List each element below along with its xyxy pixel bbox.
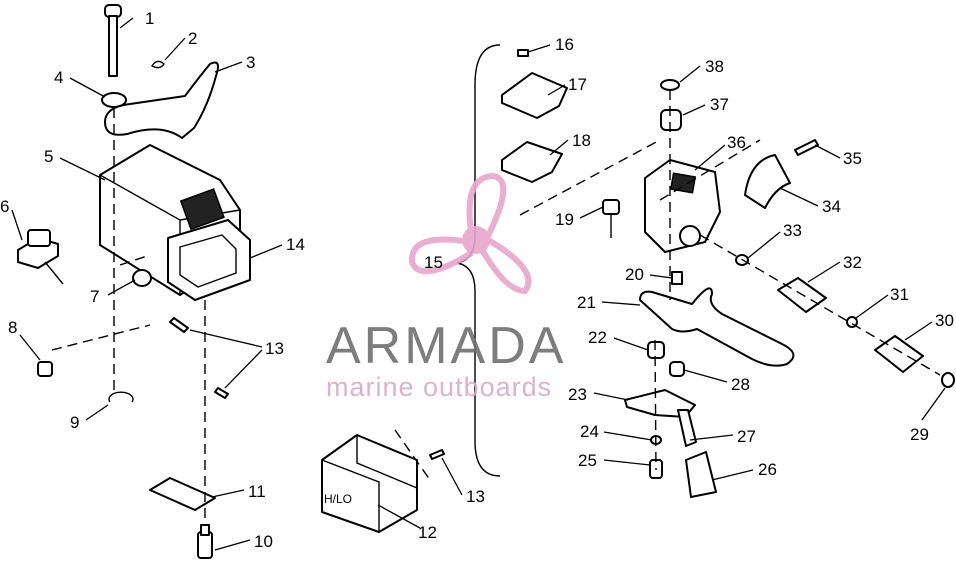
switch-hilo-label: H/LO	[324, 492, 352, 506]
part-37-bushing[interactable]	[660, 109, 682, 131]
callout-11: 11	[248, 482, 266, 501]
brand-subtitle: marine outboards	[326, 372, 552, 402]
part-7-nut[interactable]	[132, 269, 152, 287]
part-3-lever[interactable]	[104, 61, 219, 139]
callout-29: 29	[910, 425, 929, 444]
callout-1: 1	[145, 9, 154, 28]
callout-10: 10	[254, 532, 273, 551]
part-35-screw[interactable]	[794, 139, 819, 156]
callout-23: 23	[568, 385, 587, 404]
propeller-icon	[408, 172, 532, 295]
callout-13-left: 13	[265, 339, 284, 358]
left-assembly	[17, 4, 251, 559]
callout-labels: 1 2 3 4 5 6 7 8 9 10 11 12 13 13 14 15 1…	[0, 9, 954, 551]
callout-25: 25	[578, 451, 597, 470]
part-12-switch[interactable]: H/LO	[321, 429, 445, 533]
callout-14: 14	[286, 235, 305, 254]
callout-15: 15	[424, 253, 443, 272]
callout-4: 4	[54, 68, 63, 87]
callout-38: 38	[705, 57, 724, 76]
callout-2: 2	[188, 29, 197, 48]
part-6-bracket[interactable]	[17, 229, 64, 285]
callout-34: 34	[822, 197, 841, 216]
callout-6: 6	[0, 197, 9, 216]
callout-20: 20	[625, 265, 644, 284]
callout-9: 9	[70, 413, 79, 432]
callout-36: 36	[727, 133, 746, 152]
part-4-washer[interactable]	[101, 92, 127, 108]
part-28-nut[interactable]	[669, 361, 685, 377]
part-2-clip[interactable]	[150, 60, 165, 69]
callout-26: 26	[758, 460, 777, 479]
callout-18: 18	[572, 131, 591, 150]
part-38-washer[interactable]	[660, 79, 680, 91]
callout-28: 28	[731, 375, 750, 394]
part-18-diaphragm[interactable]	[501, 141, 563, 183]
part-13-screw-b[interactable]	[214, 387, 229, 399]
callout-24: 24	[580, 422, 599, 441]
part-29-ring[interactable]	[941, 372, 955, 388]
brand-title: ARMADA	[326, 317, 566, 375]
part-19-bolt[interactable]	[602, 199, 620, 238]
armada-watermark: ARMADA marine outboards	[326, 172, 566, 402]
part-8-nut[interactable]	[37, 361, 53, 377]
callout-21: 21	[577, 293, 596, 312]
part-16-screw[interactable]	[517, 49, 529, 57]
part-30-piston[interactable]	[874, 335, 924, 373]
callout-31: 31	[890, 285, 909, 304]
right-assembly	[501, 49, 955, 498]
callout-32: 32	[843, 253, 862, 272]
callout-22: 22	[588, 328, 607, 347]
part-26-boot[interactable]	[685, 451, 717, 498]
callout-7: 7	[90, 287, 99, 306]
part-34-clamp[interactable]	[744, 154, 791, 209]
callout-37: 37	[710, 95, 729, 114]
part-17-cover[interactable]	[501, 72, 568, 119]
callout-16: 16	[555, 35, 574, 54]
callout-12: 12	[418, 523, 437, 542]
part-1-bolt[interactable]	[104, 4, 122, 77]
part-21-lever[interactable]	[639, 287, 795, 367]
part-36-master-cylinder[interactable]	[644, 159, 721, 253]
callout-5: 5	[44, 147, 53, 166]
callout-13-switch: 13	[466, 487, 485, 506]
part-13-screw-a[interactable]	[169, 317, 189, 333]
part-27-switch[interactable]	[677, 409, 697, 447]
callout-27: 27	[737, 427, 756, 446]
part-10-bolt[interactable]	[197, 524, 213, 559]
part-9-clip[interactable]	[108, 391, 134, 403]
callout-8: 8	[8, 318, 17, 337]
callout-17: 17	[568, 75, 587, 94]
part-22-bushing[interactable]	[647, 341, 665, 359]
callout-35: 35	[843, 149, 862, 168]
part-20-pin[interactable]	[671, 271, 683, 285]
callout-30: 30	[935, 311, 954, 330]
leader-lines	[11, 17, 946, 551]
part-14-frame[interactable]	[167, 219, 251, 301]
part-11-plate[interactable]	[149, 477, 216, 511]
callout-3: 3	[246, 53, 255, 72]
callout-33: 33	[783, 221, 802, 240]
callout-19: 19	[555, 210, 574, 229]
part-13-screw-c[interactable]	[429, 449, 445, 460]
